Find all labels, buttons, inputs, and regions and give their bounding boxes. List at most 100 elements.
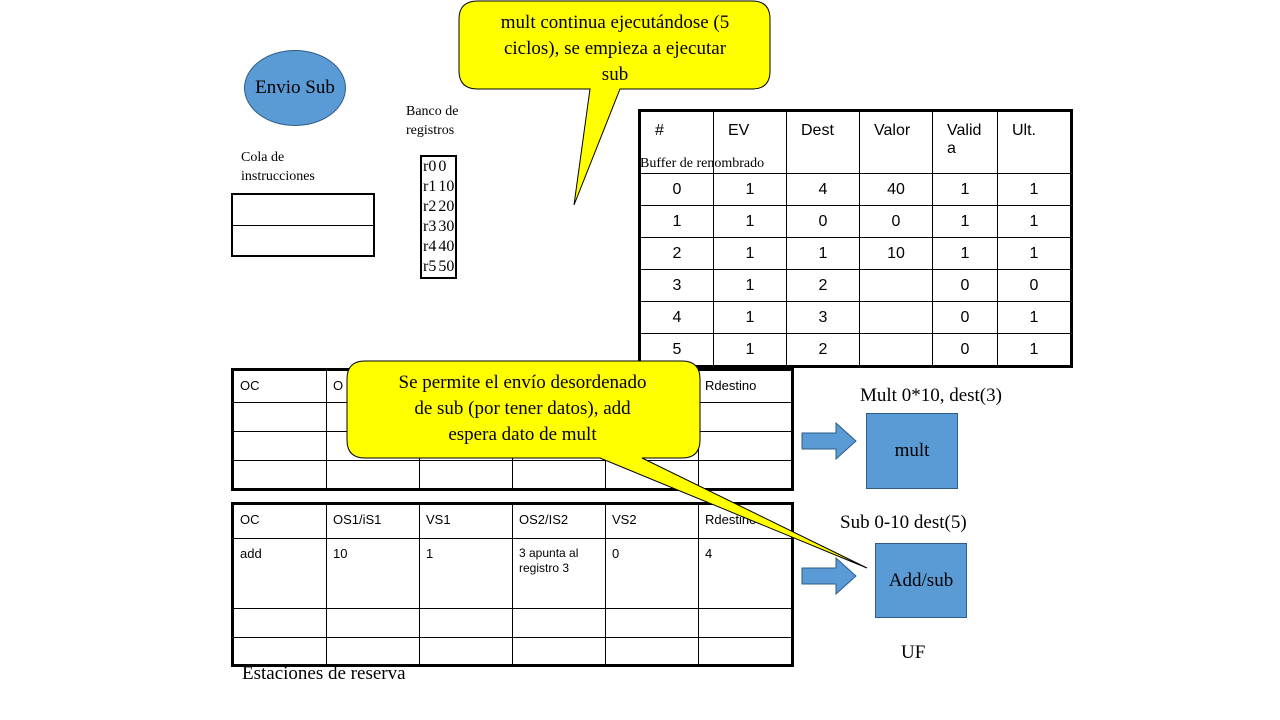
rs-row: add 10 1 3 apunta al registro 3 0 4	[233, 538, 792, 609]
rs-header-cell: OS2/IS2	[512, 504, 606, 539]
rs-row	[233, 637, 792, 665]
rename-cell: 1	[640, 205, 714, 238]
rename-cell: 1	[786, 237, 860, 270]
rename-header-cell: Dest	[786, 111, 860, 174]
rename-cell: 3	[786, 301, 860, 334]
middle-callout-text: Se permite el envío desordenado de sub (…	[398, 372, 647, 445]
rs-row	[233, 608, 792, 638]
register-value: 10	[438, 178, 455, 195]
rename-cell: 1	[713, 205, 787, 238]
envio-sub-label: Envio Sub	[255, 77, 335, 98]
rename-header-cell: #	[640, 111, 714, 174]
rs-cell: add	[233, 538, 327, 609]
register-name: r1	[423, 178, 437, 195]
register-bank-label: Banco de registros	[406, 104, 459, 138]
instruction-queue	[231, 193, 375, 257]
addsub-operation-label: Sub 0-10 dest(5)	[840, 512, 967, 533]
rs-header-cell: OC	[233, 504, 327, 539]
register-value: 20	[438, 198, 455, 215]
rename-cell	[859, 301, 933, 334]
register-name: r4	[423, 238, 437, 255]
top-callout-bubble	[458, 0, 771, 206]
rs-header-cell: Rdestino	[698, 504, 792, 539]
arrow-to-addsub-icon	[801, 556, 857, 596]
instruction-queue-label: Cola de instrucciones	[241, 150, 315, 184]
rs-header-cell: OS1/iS1	[326, 504, 420, 539]
rename-cell: 0	[859, 205, 933, 238]
mult-operation-label: Mult 0*10, dest(3)	[860, 385, 1002, 406]
arrow-to-mult-icon	[801, 421, 857, 461]
register-value: 40	[438, 238, 455, 255]
addsub-unit: Add/sub	[875, 543, 967, 618]
rename-cell: 0	[786, 205, 860, 238]
register-name: r0	[423, 158, 437, 175]
rename-cell: 4	[640, 301, 714, 334]
mult-unit: mult	[866, 413, 958, 489]
register-value: 50	[438, 258, 455, 275]
rename-header-row: # EV Dest Valor Valid a Ult.	[640, 111, 1071, 174]
rename-cell: 1	[713, 269, 787, 302]
middle-callout-bubble	[346, 360, 868, 569]
rename-cell: 1	[997, 205, 1071, 238]
rename-cell: 2	[640, 237, 714, 270]
rename-cell: 2	[786, 269, 860, 302]
rename-cell: 3	[640, 269, 714, 302]
rename-cell: 0	[932, 333, 998, 366]
top-callout-text: mult continua ejecutándose (5 ciclos), s…	[500, 12, 730, 85]
rename-cell: 1	[932, 173, 998, 206]
register-name: r5	[423, 258, 437, 275]
rs-header-cell: OC	[233, 370, 327, 403]
rename-cell: 4	[786, 173, 860, 206]
rename-cell: 1	[997, 237, 1071, 270]
rename-cell: 1	[932, 237, 998, 270]
mult-unit-label: mult	[894, 440, 930, 461]
rs-header-row: OC OS1/iS1 VS1 OS2/IS2 VS2 Rdestino	[233, 504, 792, 539]
rename-cell: 1	[997, 333, 1071, 366]
register-name: r2	[423, 198, 437, 215]
register-name: r3	[423, 218, 437, 235]
rename-cell: 2	[786, 333, 860, 366]
rename-cell: 1	[713, 301, 787, 334]
rename-cell: 40	[859, 173, 933, 206]
rename-cell: 10	[859, 237, 933, 270]
register-value: 0	[438, 158, 447, 175]
rename-cell: 1	[713, 237, 787, 270]
rename-cell	[859, 333, 933, 366]
rs-cell: 0	[605, 538, 699, 609]
rename-header-cell: Valid a	[932, 111, 998, 174]
rename-cell: 1	[997, 301, 1071, 334]
rs-header-cell: Rdestino	[698, 370, 792, 403]
rename-cell: 1	[932, 205, 998, 238]
envio-sub-ellipse: Envio Sub	[244, 50, 346, 126]
rename-cell	[859, 269, 933, 302]
addsub-unit-label: Add/sub	[888, 569, 954, 591]
reservation-stations-label: Estaciones de reserva	[242, 663, 406, 684]
rs-cell: 1	[419, 538, 513, 609]
rename-cell: 0	[932, 301, 998, 334]
rs-header-cell: VS2	[605, 504, 699, 539]
rename-cell: 0	[997, 269, 1071, 302]
queue-slot	[233, 226, 373, 257]
rename-cell: 1	[997, 173, 1071, 206]
uf-label: UF	[901, 642, 926, 663]
queue-slot	[233, 195, 373, 226]
rename-buffer-label: Buffer de renombrado	[640, 156, 765, 171]
rename-header-cell: Valor	[859, 111, 933, 174]
rename-header-cell: Ult.	[997, 111, 1071, 174]
rename-cell: 0	[932, 269, 998, 302]
register-value: 30	[438, 218, 455, 235]
reservation-station-add: OC OS1/iS1 VS1 OS2/IS2 VS2 Rdestino add …	[231, 502, 794, 667]
rename-cell: 1	[713, 333, 787, 366]
